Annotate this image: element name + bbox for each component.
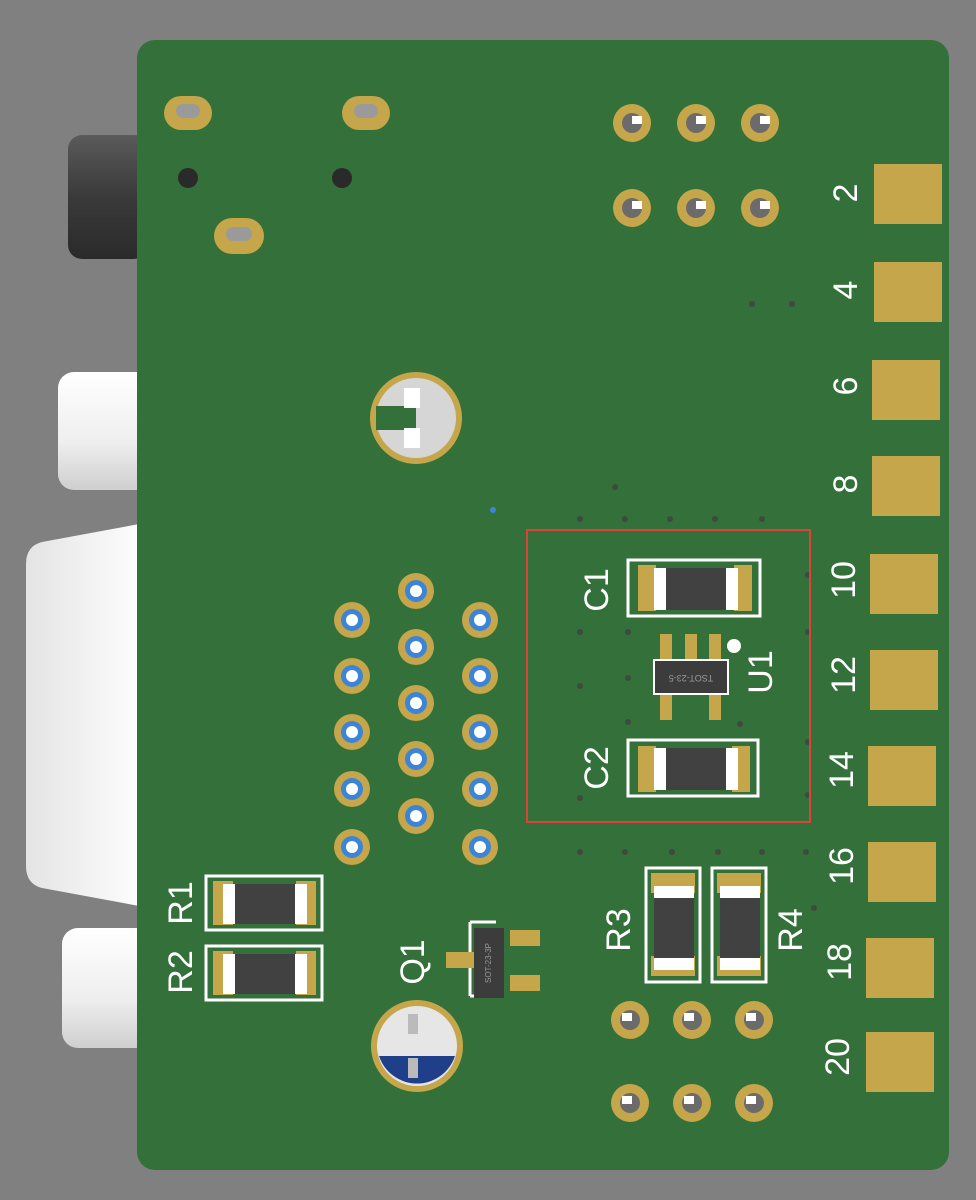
pin-label: 18	[821, 943, 859, 981]
rca-connector-bottom	[62, 928, 152, 1048]
pin-label: 10	[825, 561, 863, 599]
capacitor-c2[interactable]	[626, 738, 760, 798]
pin-label: 20	[819, 1038, 857, 1076]
audio-jack-connector	[68, 135, 148, 259]
header-pads-bottom	[611, 1001, 773, 1122]
pin-label: 12	[825, 656, 863, 694]
pin-label: 4	[827, 281, 865, 300]
u1-package-marking: TSOT-23-5	[669, 673, 714, 683]
edge-connector-pads	[866, 164, 942, 1092]
refdes-c1: C1	[578, 568, 616, 611]
resistor-r4[interactable]	[710, 866, 768, 984]
ic-u1[interactable]: TSOT-23-5	[653, 634, 741, 720]
pin-label: 6	[827, 377, 865, 396]
reference-designators: C1 C2 U1 R1 R2 R3 R4 Q1	[162, 568, 810, 993]
electrolytic-capacitor-top	[370, 372, 462, 464]
pin-label: 8	[827, 475, 865, 494]
mount-hole	[178, 168, 198, 188]
refdes-q1: Q1	[394, 939, 432, 984]
refdes-u1: U1	[742, 650, 780, 693]
refdes-r2: R2	[162, 950, 200, 993]
resistor-r3[interactable]	[644, 866, 702, 984]
header-pads-top	[613, 104, 779, 227]
jack-pads	[164, 96, 390, 254]
highlight-box[interactable]	[526, 529, 811, 823]
refdes-c2: C2	[578, 746, 616, 789]
resistor-r1[interactable]	[204, 874, 324, 932]
dsub-connector	[26, 522, 150, 908]
dsub-pads	[334, 573, 498, 865]
transistor-q1[interactable]: SOT-23-3P	[446, 920, 540, 998]
resistor-r2[interactable]	[204, 944, 324, 1002]
capacitor-c1[interactable]	[626, 558, 762, 618]
oval-pad	[342, 96, 390, 130]
pin-label: 14	[823, 751, 861, 789]
edge-pin-labels: 2 4 6 8 10 12 14 16 18 20	[819, 184, 865, 1076]
refdes-r3: R3	[600, 908, 638, 951]
electrolytic-capacitor-bottom	[371, 1000, 463, 1092]
refdes-r1: R1	[162, 881, 200, 924]
rca-connector-top	[58, 372, 154, 490]
pin-label: 2	[827, 184, 865, 203]
oval-pad	[214, 218, 264, 254]
mount-hole	[332, 168, 352, 188]
pin-label: 16	[823, 847, 861, 885]
refdes-r4: R4	[772, 908, 810, 951]
q1-package-marking: SOT-23-3P	[484, 943, 493, 983]
oval-pad	[164, 96, 212, 130]
